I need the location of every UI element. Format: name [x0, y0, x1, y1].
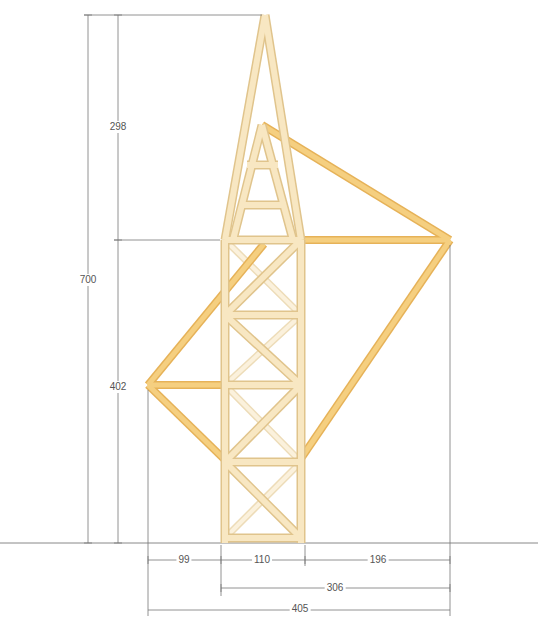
dimension-label: 402 — [108, 381, 129, 393]
dimension-label: 700 — [78, 274, 99, 286]
dimension-label: 99 — [176, 554, 191, 566]
dimension-label: 110 — [252, 554, 272, 566]
dimension-label: 196 — [368, 554, 389, 566]
dimension-label: 298 — [108, 121, 129, 133]
dimension-label: 405 — [290, 603, 311, 615]
dimension-label: 306 — [325, 582, 346, 594]
